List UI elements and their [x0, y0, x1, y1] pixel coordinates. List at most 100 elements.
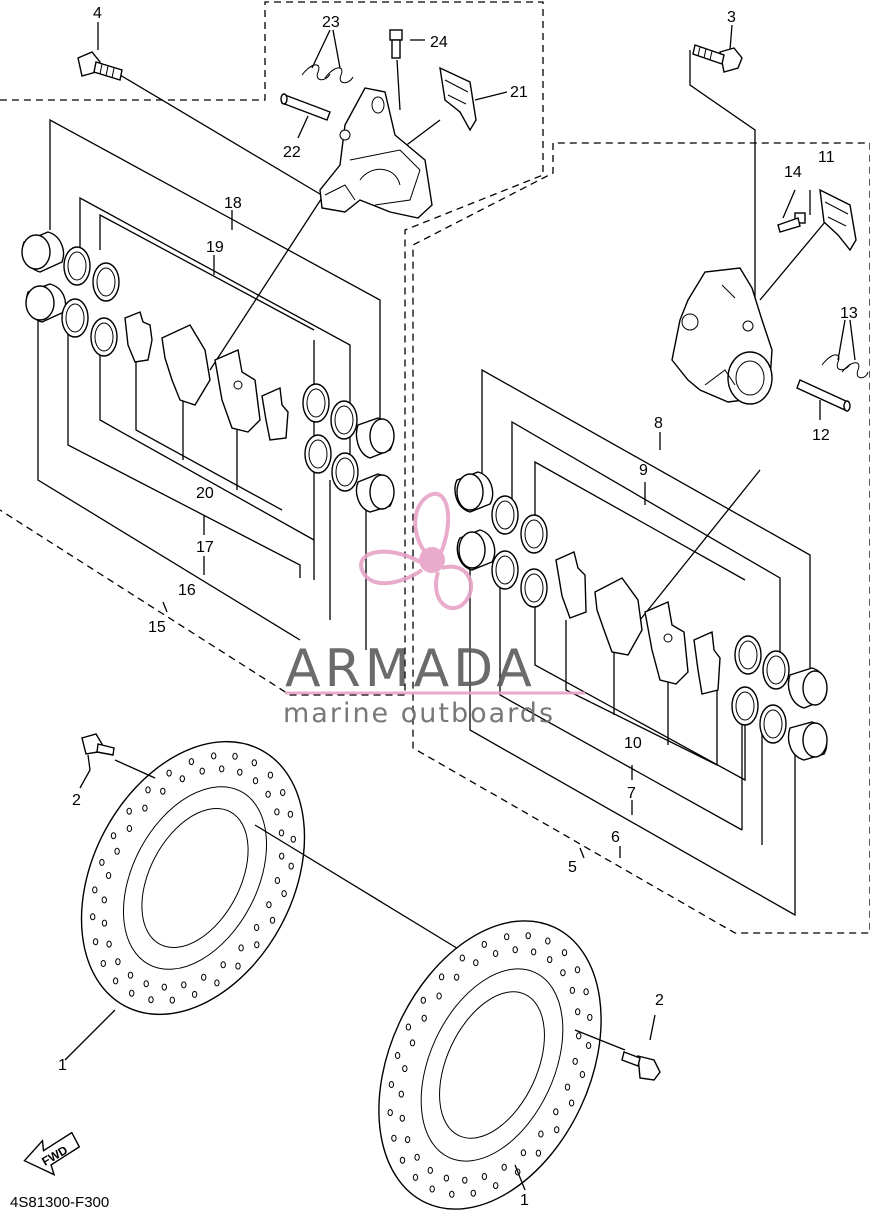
left-caliper-assembly-boundary: [0, 1, 544, 696]
armada-logo-watermark: ARMADA marine outboards: [283, 491, 585, 729]
disc-hole: [126, 825, 133, 832]
disc-hole: [579, 1071, 586, 1078]
label-8: 8: [654, 415, 663, 432]
disc-hole: [436, 992, 442, 1000]
disc-hole: [219, 765, 225, 773]
pad-spring-21: [439, 66, 477, 132]
disc-hole: [99, 858, 105, 866]
disc-hole: [512, 946, 518, 954]
disc-hole: [115, 958, 121, 966]
label-9: 9: [639, 462, 648, 479]
disc-hole: [553, 1108, 559, 1116]
left-pistons-seals: [21, 231, 395, 513]
disc-hole: [266, 901, 272, 909]
disc-hole: [493, 1182, 499, 1190]
disc-hole: [420, 996, 426, 1004]
disc-hole: [470, 1189, 476, 1197]
disc-hole: [402, 1065, 408, 1073]
label-7: 7: [627, 785, 636, 802]
label-14: 14: [784, 164, 802, 181]
disc-hole: [214, 979, 220, 987]
label-21: 21: [510, 84, 528, 101]
label-24: 24: [430, 34, 448, 51]
left-disc-holes: [90, 752, 296, 1004]
label-2-left: 2: [72, 792, 81, 809]
label-1-left: 1: [58, 1057, 67, 1074]
disc-hole: [278, 829, 285, 837]
disc-hole: [399, 1156, 406, 1164]
disc-hole: [269, 916, 276, 924]
disc-hole: [399, 1114, 405, 1122]
disc-hole: [112, 977, 119, 985]
bleed-screw-14: [777, 212, 806, 233]
disc-hole: [160, 787, 166, 795]
disc-hole: [535, 1149, 542, 1157]
disc-hole: [583, 988, 589, 996]
caliper-pin-12: [796, 379, 851, 412]
label-4: 4: [93, 5, 102, 22]
label-17: 17: [196, 539, 214, 556]
disc-hole: [414, 1153, 420, 1161]
disc-hole: [199, 767, 205, 775]
disc-hole: [530, 948, 537, 956]
right-disc-holes: [387, 932, 593, 1198]
disc-hole: [279, 852, 285, 860]
disc-hole: [405, 1023, 412, 1031]
label-13: 13: [840, 305, 858, 322]
disc-hole: [547, 956, 553, 964]
disc-hole: [253, 924, 260, 931]
disc-hole: [462, 1176, 468, 1184]
disc-hole: [481, 940, 487, 948]
disc-hole: [105, 872, 112, 879]
disc-hole: [564, 1083, 571, 1091]
caliper-pin-22: [280, 93, 331, 121]
disc-hole: [481, 1173, 488, 1180]
bleed-screw-24: [389, 29, 403, 59]
right-bracket-lines: [469, 50, 856, 917]
disc-bolt-2-right: [621, 1014, 661, 1081]
disc-hole: [569, 986, 576, 994]
disc-hole: [274, 808, 280, 816]
diagram-code: 4S81300-F300: [10, 1194, 109, 1211]
disc-hole: [501, 1163, 507, 1171]
disc-hole: [412, 1173, 419, 1181]
right-caliper-assembly-boundary: [412, 142, 870, 934]
disc-hole: [290, 835, 296, 843]
right-pistons-seals: [454, 471, 828, 761]
disc-hole: [237, 768, 243, 776]
disc-hole: [143, 980, 149, 988]
disc-hole: [251, 759, 258, 767]
disc-hole: [449, 1190, 455, 1198]
label-15: 15: [148, 619, 166, 636]
disc-hole: [267, 771, 274, 779]
disc-hole: [525, 932, 531, 940]
disc-hole: [211, 752, 217, 760]
disc-hole: [574, 966, 581, 974]
watermark-tagline: marine outboards: [283, 698, 555, 729]
disc-hole: [101, 896, 108, 904]
disc-hole: [274, 877, 281, 884]
disc-hole: [576, 1032, 582, 1040]
disc-hole: [575, 1008, 581, 1016]
disc-hole: [114, 847, 120, 855]
disc-hole: [287, 810, 294, 818]
caliper-bolt-3: [692, 44, 743, 73]
disc-hole: [288, 862, 294, 870]
disc-hole: [585, 1042, 592, 1049]
disc-hole: [92, 886, 98, 894]
disc-hole: [545, 937, 551, 945]
disc-bolt-2-left: [79, 733, 115, 789]
disc-hole: [145, 786, 151, 794]
disc-hole: [148, 996, 154, 1004]
label-2-right: 2: [655, 992, 664, 1009]
label-5: 5: [568, 859, 577, 876]
disc-hole: [254, 941, 260, 949]
disc-hole: [409, 1039, 416, 1047]
caliper-bolt-4: [77, 51, 123, 81]
disc-hole: [232, 752, 238, 760]
disc-hole: [252, 777, 259, 785]
propeller-logo: [359, 491, 473, 611]
disc-hole: [388, 1081, 395, 1088]
disc-hole: [179, 775, 186, 783]
